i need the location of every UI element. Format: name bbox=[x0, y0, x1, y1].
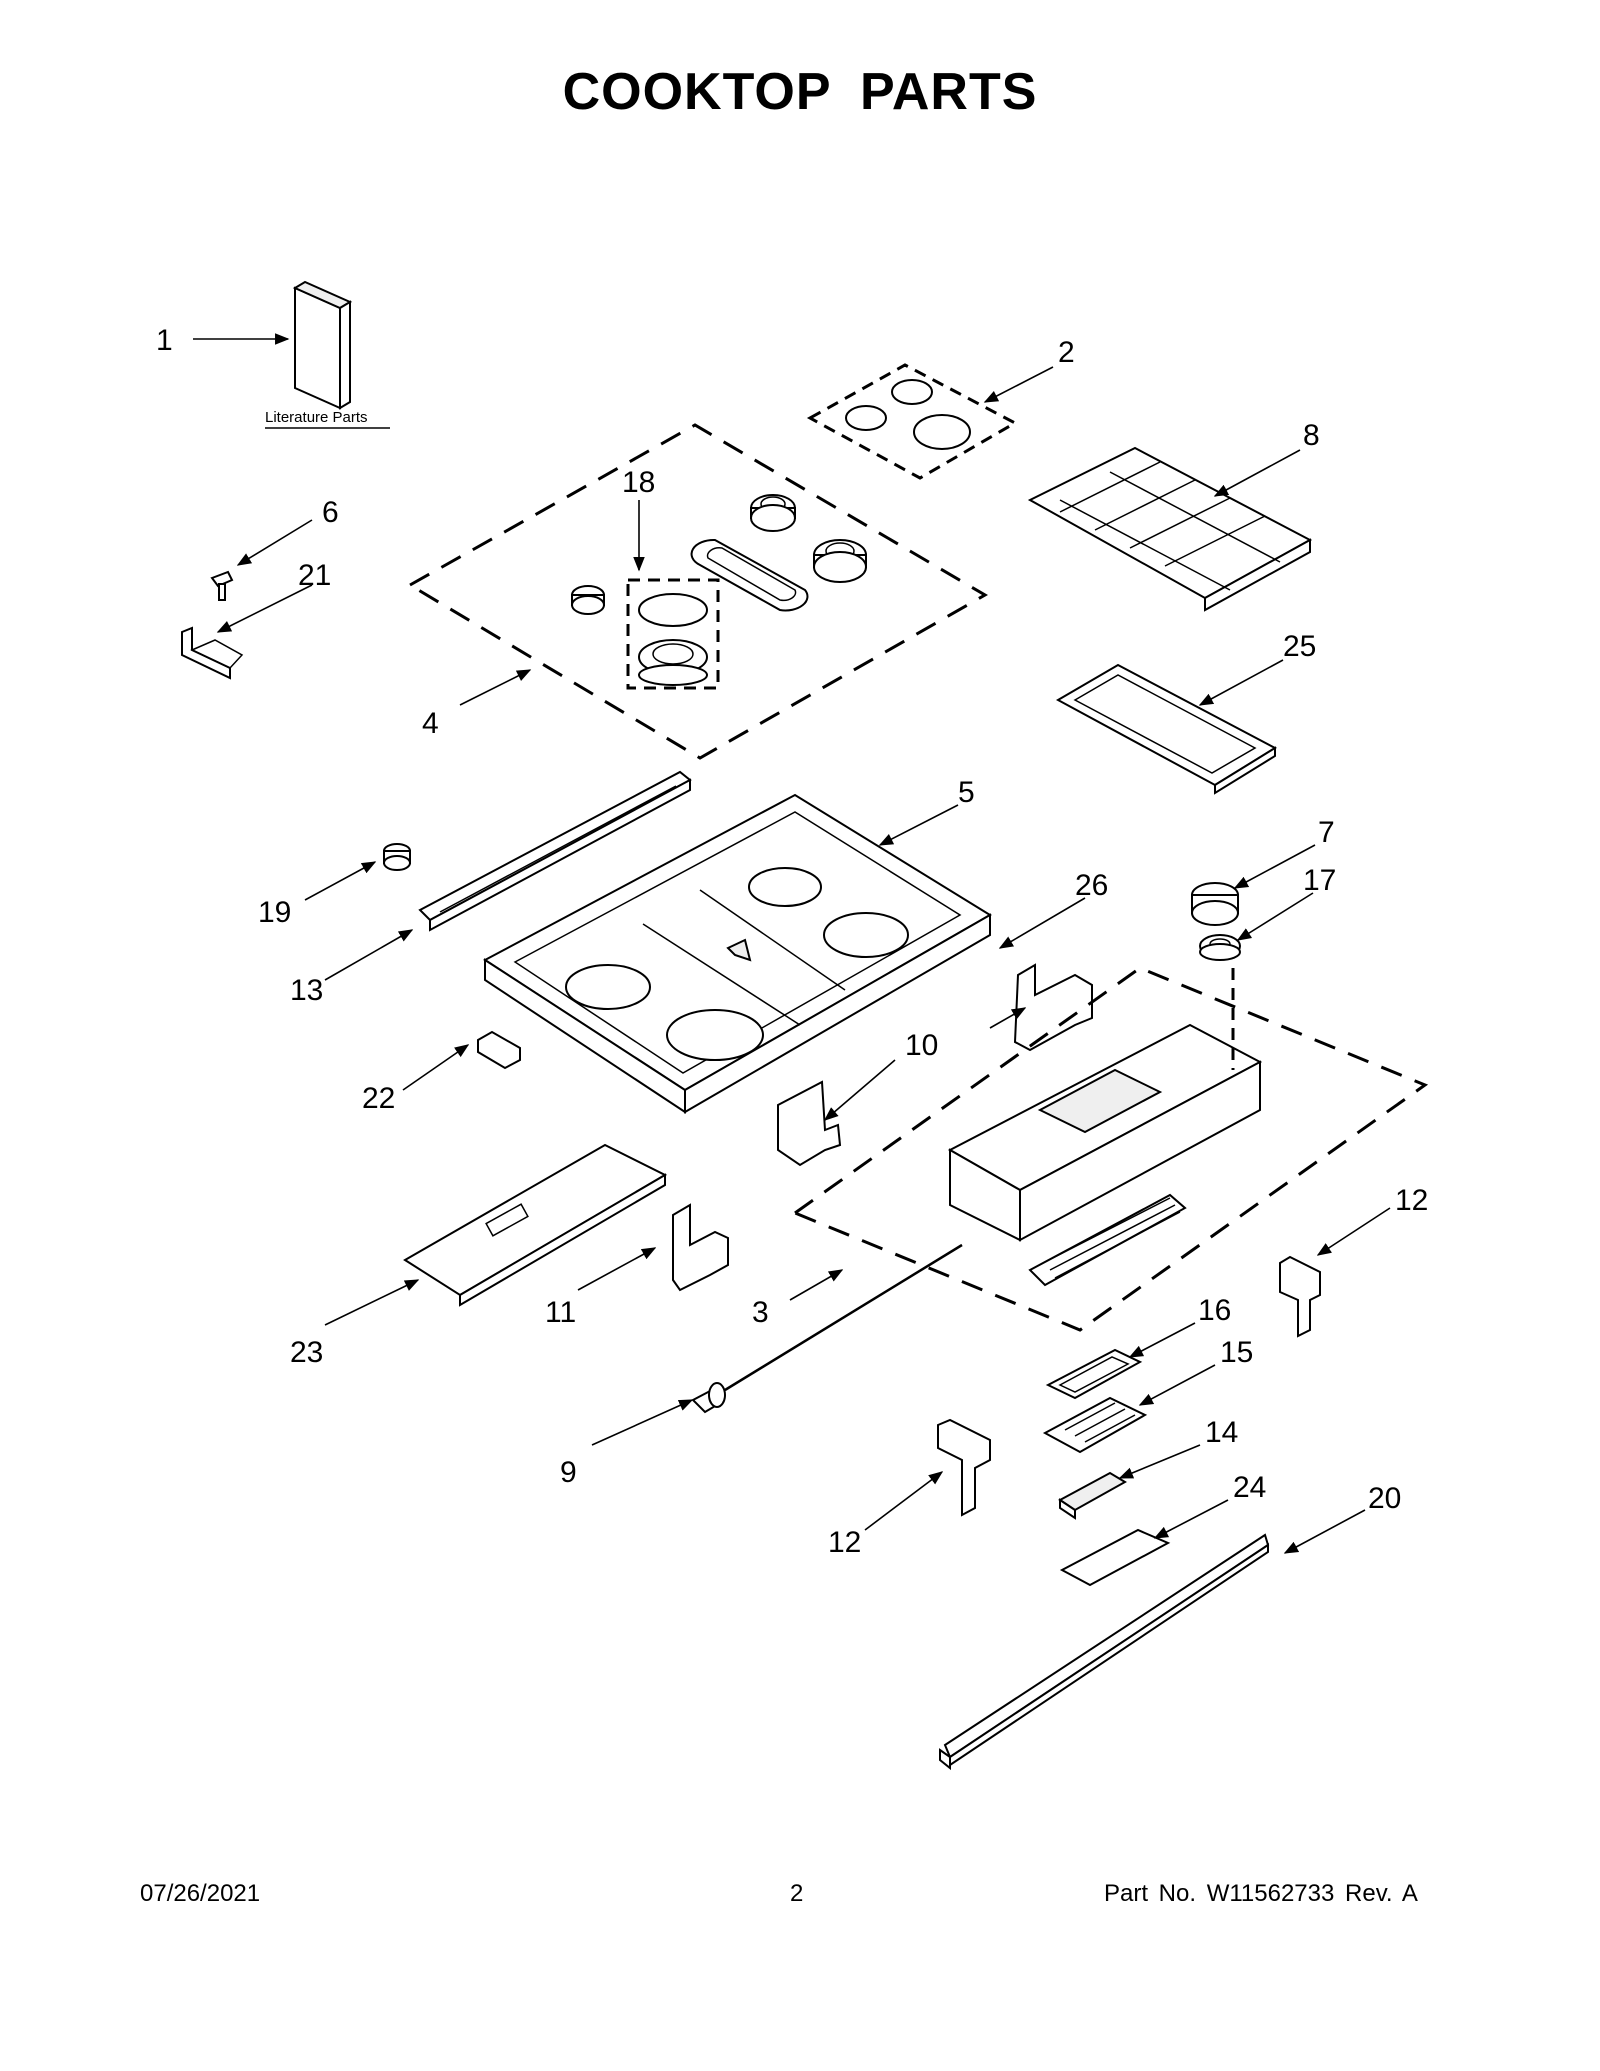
literature-parts-label: Literature Parts bbox=[265, 409, 368, 426]
callout-14: 14 bbox=[1205, 1416, 1238, 1449]
callout-9: 9 bbox=[560, 1456, 577, 1489]
callout-22: 22 bbox=[362, 1082, 395, 1115]
callout-labels: 1 2 8 6 21 18 4 25 5 7 17 19 26 13 10 22… bbox=[156, 324, 1428, 1559]
callout-16: 16 bbox=[1198, 1294, 1231, 1327]
callout-26: 26 bbox=[1075, 869, 1108, 902]
callout-20: 20 bbox=[1368, 1482, 1401, 1515]
leader-lines bbox=[193, 333, 1391, 1554]
callout-10: 10 bbox=[905, 1029, 938, 1062]
callout-11: 11 bbox=[545, 1296, 576, 1329]
callout-12-lower: 12 bbox=[828, 1526, 861, 1559]
oval-burner bbox=[690, 538, 809, 612]
part-16-cover bbox=[1045, 1348, 1143, 1400]
part-21-bracket bbox=[181, 626, 244, 680]
part-1-literature-booklet: Literature Parts bbox=[265, 280, 390, 429]
callout-8: 8 bbox=[1303, 419, 1320, 452]
part-15-board bbox=[1042, 1396, 1148, 1454]
part-4-burner-kit bbox=[407, 423, 988, 760]
footer-page-number: 2 bbox=[790, 1880, 804, 1907]
part-12-switch-upper bbox=[1279, 1255, 1321, 1338]
small-burner bbox=[571, 585, 605, 615]
part-20-long-trim bbox=[939, 1533, 1270, 1771]
part-3-control-panel bbox=[791, 966, 1429, 1332]
footer-part-number: Part No. W11562733 Rev. A bbox=[1104, 1880, 1418, 1907]
callout-25: 25 bbox=[1283, 630, 1316, 663]
part-17-bezel bbox=[1199, 934, 1241, 961]
callout-4: 4 bbox=[422, 707, 439, 740]
callout-15: 15 bbox=[1220, 1336, 1253, 1369]
part-7-knob bbox=[1191, 882, 1239, 926]
part-2-burner-caps bbox=[806, 363, 1019, 480]
callout-19: 19 bbox=[258, 896, 291, 929]
part-19-foot bbox=[383, 843, 411, 871]
callout-3: 3 bbox=[752, 1296, 769, 1329]
part-6-screw bbox=[210, 570, 234, 601]
part-13-trim-rail bbox=[418, 770, 692, 932]
part-11-lower-bracket bbox=[672, 1203, 729, 1292]
medium-burner-b bbox=[813, 539, 867, 583]
callout-23: 23 bbox=[290, 1336, 323, 1369]
part-9-valve bbox=[691, 1243, 963, 1414]
footer-date: 07/26/2021 bbox=[140, 1880, 261, 1907]
part-24-mounting-plate bbox=[1059, 1528, 1171, 1587]
callout-24: 24 bbox=[1233, 1471, 1266, 1504]
callout-7: 7 bbox=[1318, 816, 1335, 849]
callout-13: 13 bbox=[290, 974, 323, 1007]
callout-18: 18 bbox=[622, 466, 655, 499]
part-26-bracket-right bbox=[1013, 963, 1093, 1052]
part-5-cooktop-pan bbox=[483, 793, 992, 1114]
part-8-grate bbox=[1027, 446, 1313, 612]
part-23-heat-shield bbox=[403, 1143, 668, 1307]
page-title: COOKTOP PARTS bbox=[562, 63, 1038, 121]
callout-12-upper: 12 bbox=[1395, 1184, 1428, 1217]
part-25-griddle bbox=[1055, 663, 1278, 795]
callout-21: 21 bbox=[298, 559, 331, 592]
medium-burner-a bbox=[750, 494, 796, 532]
callout-6: 6 bbox=[322, 496, 339, 529]
callout-2: 2 bbox=[1058, 336, 1075, 369]
part-10-bracket-left bbox=[777, 1080, 842, 1167]
part-22-small-bracket bbox=[477, 1030, 521, 1070]
callout-17: 17 bbox=[1303, 864, 1336, 897]
part-12-switch-lower bbox=[937, 1418, 991, 1517]
callout-1: 1 bbox=[156, 324, 173, 357]
part-18-burner-assembly bbox=[626, 578, 720, 690]
part-14-connector bbox=[1058, 1471, 1127, 1520]
callout-5: 5 bbox=[958, 776, 975, 809]
